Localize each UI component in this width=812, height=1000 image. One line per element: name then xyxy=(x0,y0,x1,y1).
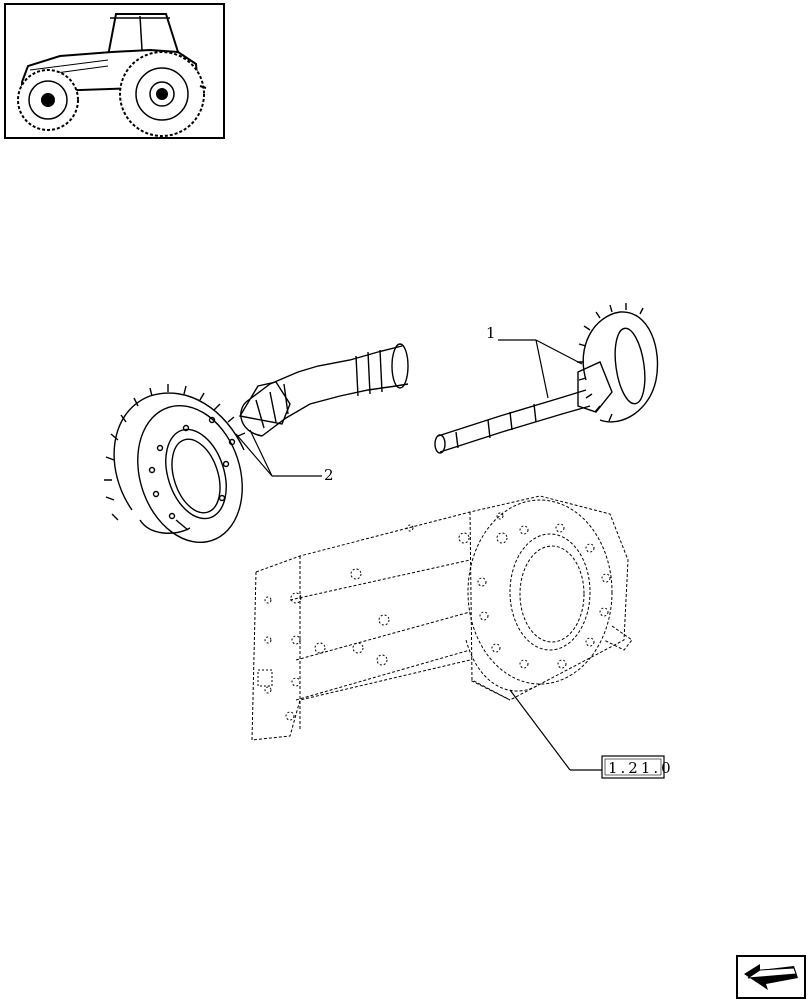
ring-gear-left xyxy=(104,384,246,544)
transmission-housing xyxy=(251,495,633,741)
shaft-with-gear xyxy=(434,303,659,454)
callout-item-2: 2 xyxy=(324,466,334,484)
leader-lines xyxy=(235,339,602,771)
back-arrow-icon[interactable] xyxy=(736,955,806,999)
pinion-shaft xyxy=(238,343,409,437)
reference-box[interactable]: 1.21.0 xyxy=(601,755,674,779)
callout-item-1: 1 xyxy=(486,324,496,342)
tractor-thumbnail-icon[interactable] xyxy=(4,3,225,139)
reference-label: 1.21.0 xyxy=(608,759,674,777)
housing-bolts xyxy=(257,512,611,721)
